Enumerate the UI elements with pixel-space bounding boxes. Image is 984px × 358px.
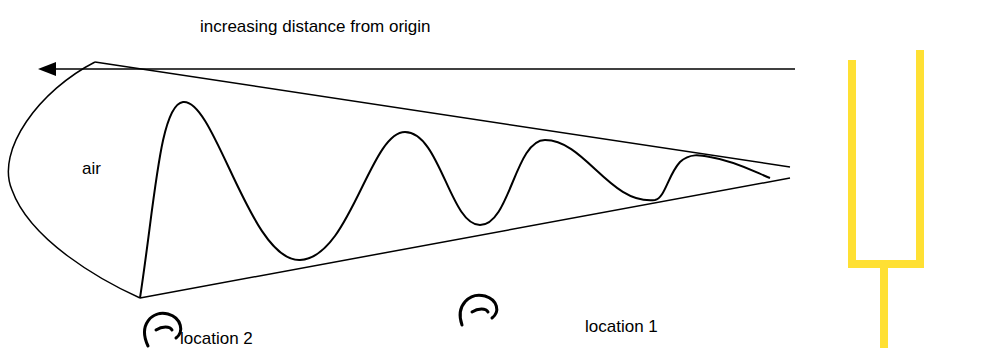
medium-label: air bbox=[82, 160, 101, 179]
cone-edge bbox=[140, 178, 790, 298]
goalpost bbox=[848, 50, 924, 348]
cone-edge bbox=[95, 62, 790, 167]
arrow-head bbox=[38, 62, 56, 76]
location-label: location 1 bbox=[585, 318, 658, 337]
axis-label: increasing distance from origin bbox=[200, 18, 431, 37]
direction-arrow bbox=[52, 68, 795, 70]
ear-symbol bbox=[145, 313, 181, 346]
wave-line bbox=[140, 102, 770, 298]
ear-symbol bbox=[460, 295, 497, 325]
cone-end bbox=[8, 62, 140, 298]
location-label: location 2 bbox=[180, 330, 253, 349]
